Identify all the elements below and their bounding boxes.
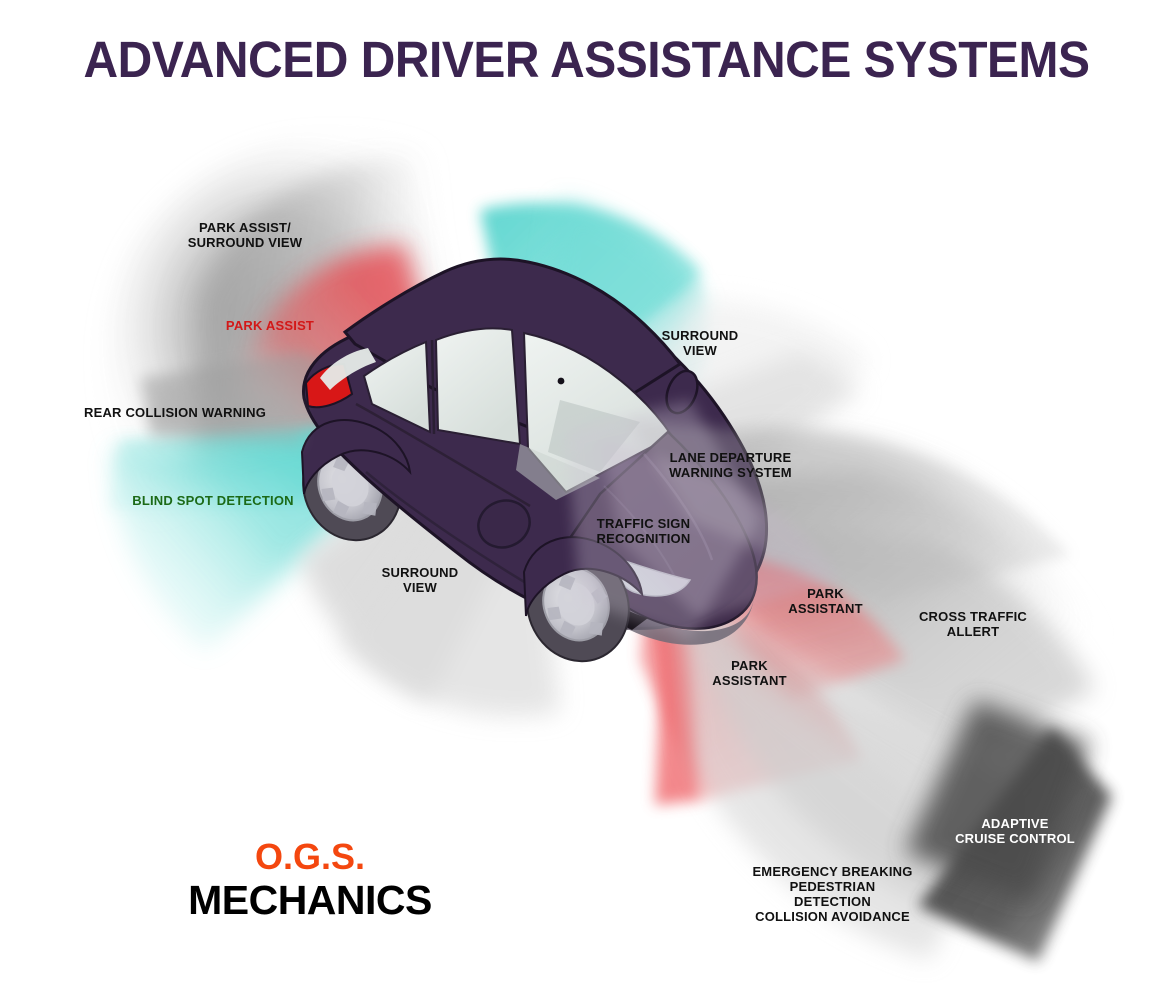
windshield-sensor-dot (557, 377, 565, 385)
sensor-overlay-front-wash (566, 400, 1070, 640)
front-bumper (592, 590, 754, 645)
brand-logo-name: MECHANICS (188, 877, 432, 923)
rear-side-window (362, 340, 432, 434)
sensor-overlay-rear-wash (150, 386, 302, 446)
brand-logo: O.G.S. MECHANICS (160, 836, 460, 923)
door-seam (430, 339, 436, 435)
rear-roof-highlight (320, 348, 376, 390)
front-side-window (434, 327, 522, 446)
sensor-zone-adaptive-cruise-control (905, 700, 1112, 962)
door-handle (477, 499, 531, 549)
page-title: ADVANCED DRIVER ASSISTANCE SYSTEMS (83, 31, 1090, 88)
rear-wheel-arch (300, 419, 412, 495)
beltline (355, 402, 531, 508)
brand-logo-initials: O.G.S. (254, 836, 366, 877)
